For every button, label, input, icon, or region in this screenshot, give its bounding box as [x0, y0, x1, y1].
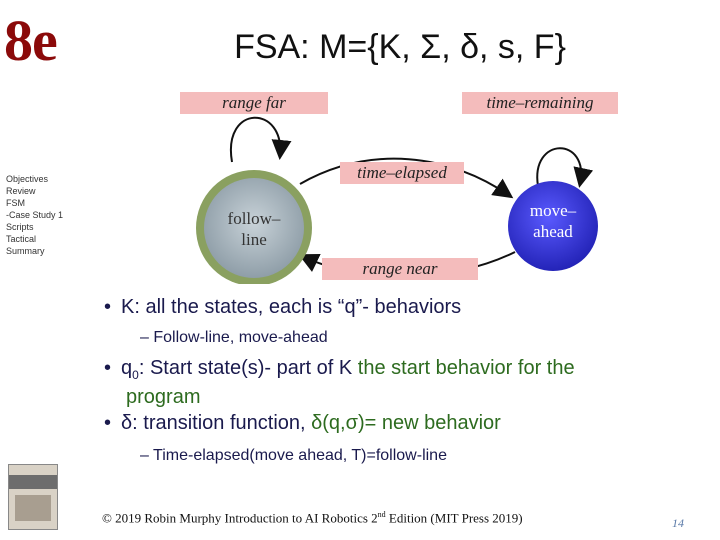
fsa-diagram: follow– line move– ahead range far time–… [170, 84, 620, 284]
nav-item-scripts[interactable]: Scripts [6, 221, 63, 233]
label-range-near: range near [322, 258, 478, 280]
bullet-delta-sub: – Time-elapsed(move ahead, T)=follow-lin… [140, 447, 710, 465]
nav-item-review[interactable]: Review [6, 185, 63, 197]
sidebar [0, 0, 88, 540]
bullet-delta: •δ: transition function, δ(q,σ)= new beh… [104, 412, 710, 435]
bullet-k-sub: – Follow-line, move-ahead [140, 329, 710, 347]
move-ahead-label: move– ahead [503, 200, 603, 242]
nav-item-fsm[interactable]: FSM [6, 197, 63, 209]
label-time-elapsed: time–elapsed [340, 162, 464, 184]
nav-item-tactical[interactable]: Tactical [6, 233, 63, 245]
slide-title: FSA: M={K, Σ, δ, s, F} [180, 28, 620, 67]
follow-line-label: follow– line [204, 208, 304, 250]
footer-copyright: © 2019 Robin Murphy Introduction to AI R… [102, 510, 523, 526]
bullet-list: •K: all the states, each is “q”- behavio… [100, 296, 710, 465]
page-number: 14 [672, 516, 684, 531]
label-range-far: range far [180, 92, 328, 114]
book-cover-thumbnail [8, 464, 58, 530]
nav-item-case-study[interactable]: -Case Study 1 [6, 209, 63, 221]
section-nav: Objectives Review FSM -Case Study 1 Scri… [6, 173, 63, 257]
nav-item-summary[interactable]: Summary [6, 245, 63, 257]
self-loop-follow-arrow [231, 118, 280, 162]
label-time-remaining: time–remaining [462, 92, 618, 114]
edition-logo: 8e [4, 12, 57, 70]
bullet-q0: •q0: Start state(s)- part of K the start… [104, 357, 710, 408]
self-loop-move-arrow [537, 148, 581, 186]
nav-item-objectives[interactable]: Objectives [6, 173, 63, 185]
bullet-k: •K: all the states, each is “q”- behavio… [104, 296, 710, 319]
fsa-diagram-svg [170, 84, 620, 284]
